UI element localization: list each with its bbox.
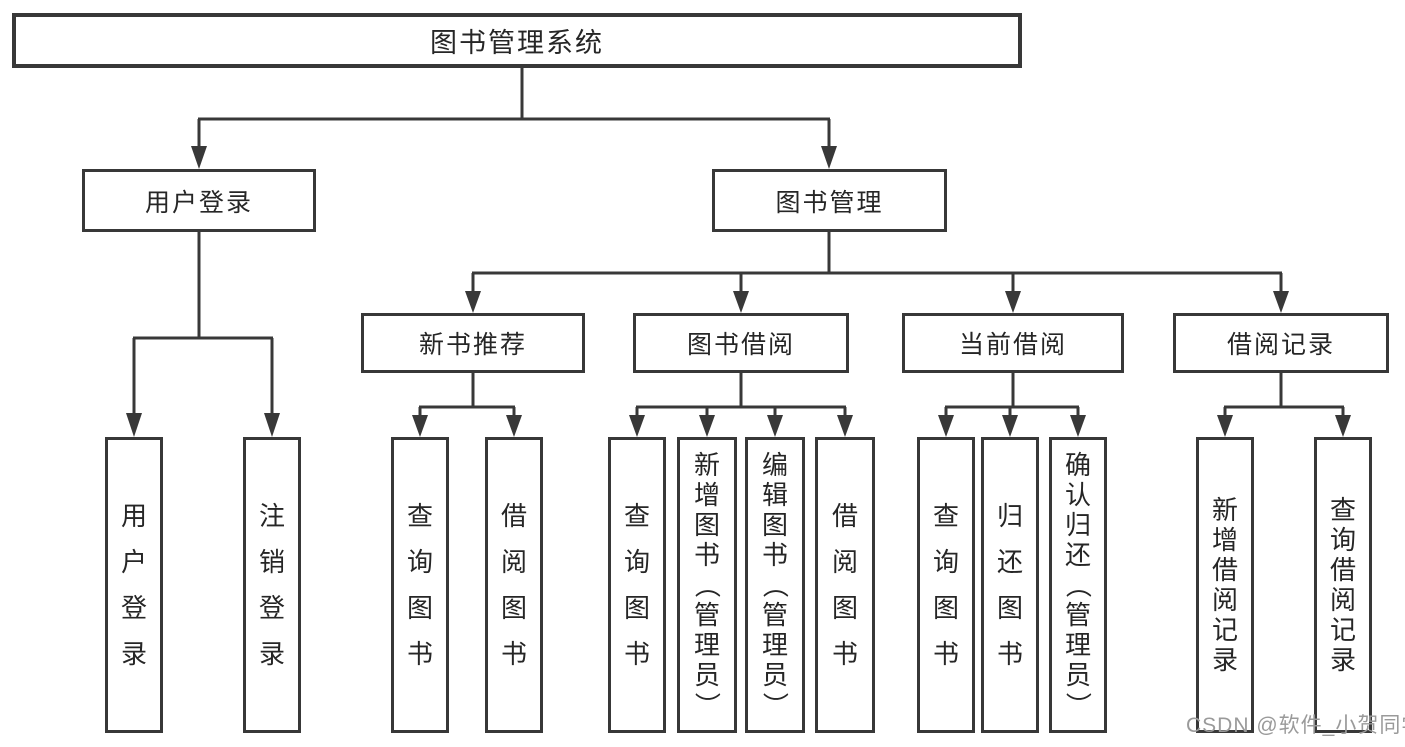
leaf-recommend-borrow-book: 借阅图书 (485, 437, 543, 733)
leaf-user-login: 用户登录 (105, 437, 163, 733)
node-current-borrow-label: 当前借阅 (958, 331, 1067, 359)
leaf-current-query-book: 查询图书 (917, 437, 975, 733)
node-borrow-record: 借阅记录 (1173, 313, 1389, 373)
leaf-record-add-borrow-record: 新增借阅记录 (1196, 437, 1254, 733)
node-root: 图书管理系统 (12, 13, 1022, 68)
leaf-borrow-query-book: 查询图书 (608, 437, 666, 733)
node-book-management-label: 图书管理 (775, 188, 884, 217)
node-new-book-recommend: 新书推荐 (361, 313, 585, 373)
node-user-login-label: 用户登录 (144, 188, 253, 217)
node-book-borrow: 图书借阅 (633, 313, 849, 373)
leaf-current-return-book: 归还图书 (981, 437, 1039, 733)
node-book-management: 图书管理 (712, 169, 947, 232)
csdn-watermark: CSDN @软件_小贺同学 (1186, 714, 1405, 737)
node-root-label: 图书管理系统 (430, 28, 604, 58)
node-book-borrow-label: 图书借阅 (686, 331, 795, 359)
leaf-recommend-query-book: 查询图书 (391, 437, 449, 733)
node-current-borrow: 当前借阅 (902, 313, 1124, 373)
leaf-logout: 注销登录 (243, 437, 301, 733)
leaf-borrow-edit-book-admin: 编辑图书（管理员） (745, 437, 805, 733)
node-user-login: 用户登录 (82, 169, 316, 232)
arrow-heads (126, 146, 1351, 437)
leaf-borrow-add-book-admin: 新增图书（管理员） (677, 437, 737, 733)
leaf-borrow-borrow-book: 借阅图书 (815, 437, 875, 733)
node-new-book-recommend-label: 新书推荐 (418, 331, 527, 359)
node-borrow-record-label: 借阅记录 (1226, 331, 1335, 359)
leaf-current-confirm-return-admin: 确认归还（管理员） (1049, 437, 1107, 733)
leaf-record-query-borrow-record: 查询借阅记录 (1314, 437, 1372, 733)
